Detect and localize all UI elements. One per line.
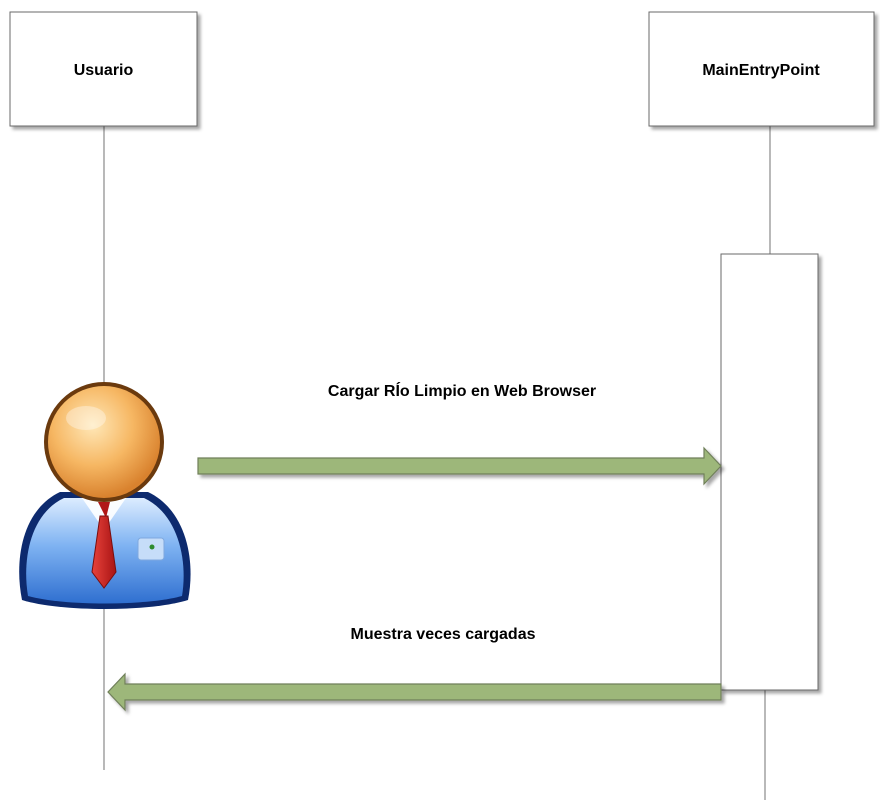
message-1-label: Cargar RÍo Limpio en Web Browser [328,381,596,400]
user-actor-icon [19,382,191,609]
message-1-arrow [197,446,722,486]
activation-bar [720,253,819,691]
participant-main-label: MainEntryPoint [702,62,820,79]
message-2-label: Muestra veces cargadas [351,626,536,643]
participant-main-entry-point: MainEntryPoint [648,11,875,127]
message-2-arrow [107,672,722,712]
participant-usuario: Usuario [9,11,198,127]
participant-usuario-label: Usuario [74,62,134,79]
